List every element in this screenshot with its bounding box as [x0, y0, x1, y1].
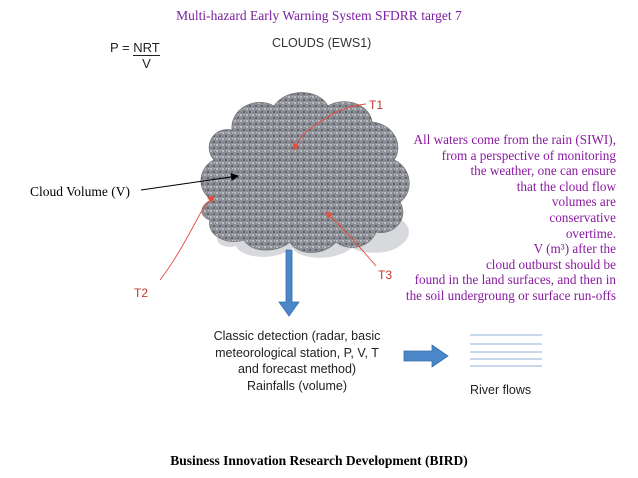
explanation-line: that the cloud flow — [516, 178, 616, 194]
explanation-line: cloud outburst should be — [485, 256, 616, 272]
explanation-line: found in the land surfaces, and then in — [414, 272, 616, 288]
river-flows-label: River flows — [470, 383, 532, 397]
explanation-line: the soil undergroung or surface run-offs — [405, 287, 616, 303]
page-title: Multi-hazard Early Warning System SFDRR … — [176, 8, 462, 23]
explanation-text: All waters come from the rain (SIWI), fr… — [370, 132, 616, 304]
explanation-line: the weather, one can ensure — [470, 163, 616, 179]
detection-text: Classic detection (radar, basic meteorol… — [204, 328, 390, 394]
down-arrow — [278, 249, 300, 317]
formula-denominator: V — [142, 56, 151, 71]
footer-title: Business Innovation Research Development… — [170, 453, 468, 468]
explanation-line: V (m³) after the — [533, 241, 616, 257]
clouds-title: CLOUDS (EWS1) — [272, 36, 372, 50]
detection-line: Rainfalls (volume) — [246, 378, 348, 393]
t3-marker — [325, 211, 377, 267]
cloud-volume-pointer — [140, 173, 239, 191]
cloud — [200, 92, 410, 253]
t1-label: T1 — [369, 98, 384, 112]
detection-line: meteorological station, P, V, T — [215, 345, 379, 360]
right-arrow — [403, 344, 449, 368]
detection-line: Classic detection (radar, basic — [213, 329, 381, 343]
explanation-line: All waters come from the rain (SIWI), — [413, 132, 616, 147]
explanation-line: overtime. — [565, 225, 616, 241]
t3-label: T3 — [378, 268, 393, 282]
river-flow-lines — [470, 334, 542, 367]
explanation-line: from a perspective of monitoring — [441, 147, 616, 163]
detection-line: and forecast method) — [237, 362, 357, 377]
t2-marker — [159, 195, 215, 281]
t2-label: T2 — [134, 286, 149, 300]
explanation-line: conservative — [549, 209, 616, 225]
cloud-volume-label: Cloud Volume (V) — [30, 184, 131, 199]
formula-numerator: NRT — [133, 40, 160, 56]
explanation-line: volumes are — [551, 194, 616, 210]
t1-marker — [292, 103, 367, 151]
formula-lhs: P = — [110, 40, 134, 55]
